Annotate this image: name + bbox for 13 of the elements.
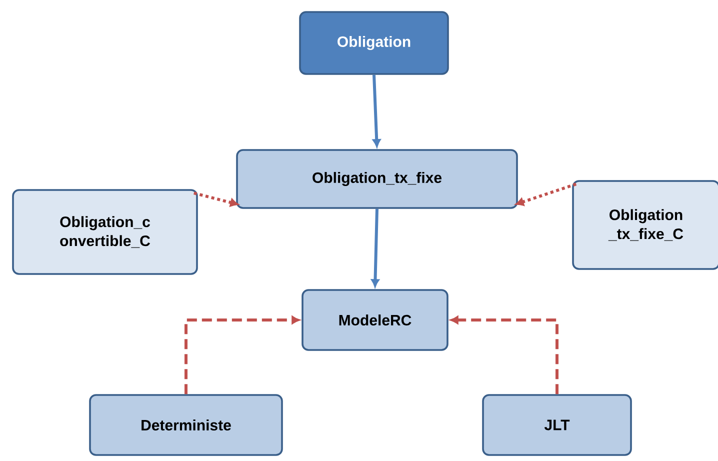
process-box: Obligation_c onvertible_C	[12, 189, 198, 275]
arrow	[371, 208, 380, 287]
process-box: Obligation _tx_fixe_C	[572, 180, 718, 270]
process-box: Obligation	[299, 11, 449, 75]
arrow	[372, 74, 381, 147]
arrow	[184, 316, 300, 394]
process-box: ModeleRC	[302, 289, 448, 351]
process-box: JLT	[482, 394, 632, 456]
arrow	[516, 182, 577, 206]
arrow	[450, 316, 558, 394]
arrow	[194, 192, 238, 207]
process-box: Deterministe	[89, 394, 283, 456]
process-box: Obligation_tx_fixe	[236, 149, 518, 209]
